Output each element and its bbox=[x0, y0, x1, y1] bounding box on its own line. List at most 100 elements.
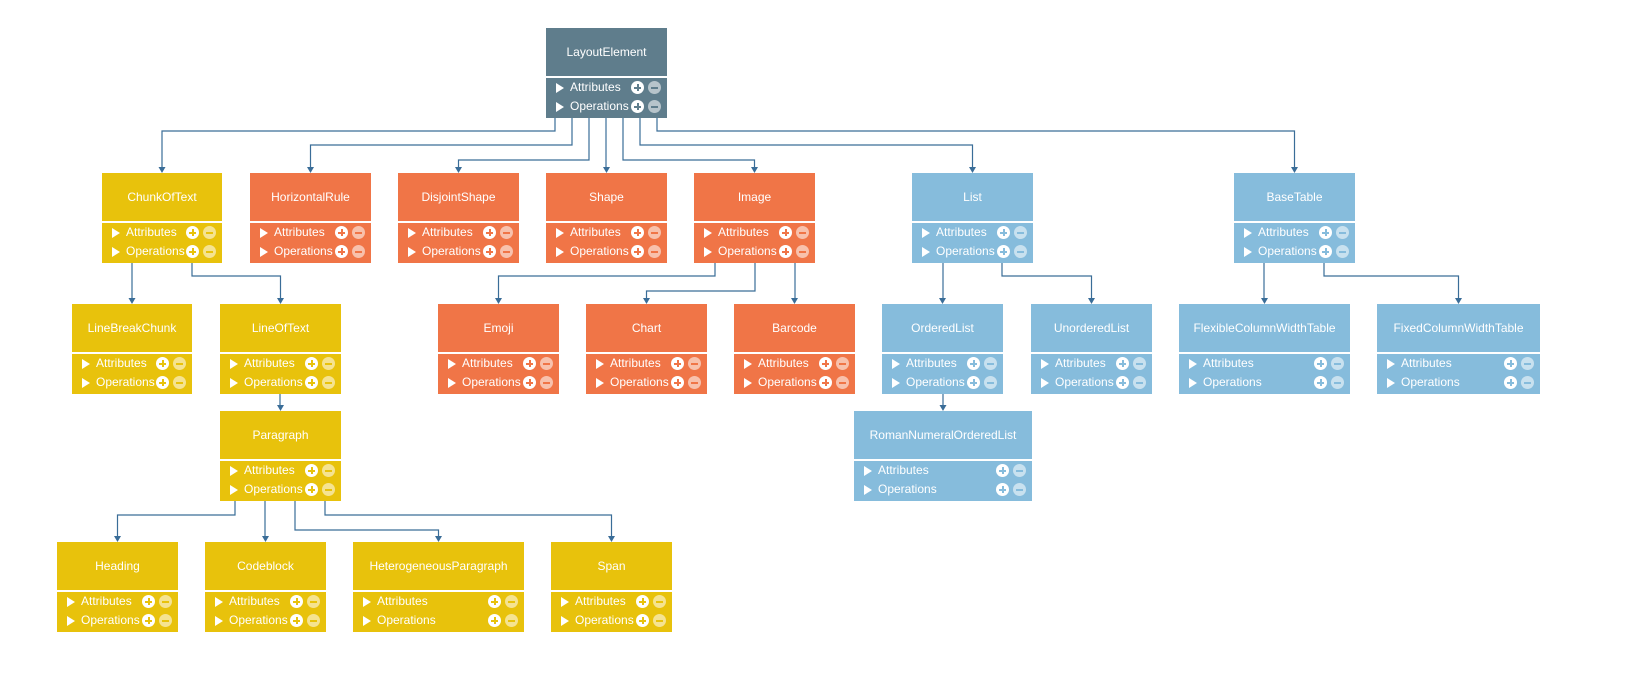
minus-circle-icon[interactable] bbox=[1331, 357, 1344, 370]
triangle-right-icon[interactable] bbox=[864, 485, 872, 495]
plus-circle-icon[interactable] bbox=[142, 595, 155, 608]
attributes-row[interactable]: Attributes bbox=[102, 223, 222, 242]
attributes-row[interactable]: Attributes bbox=[398, 223, 519, 242]
plus-circle-icon[interactable] bbox=[488, 595, 501, 608]
triangle-right-icon[interactable] bbox=[1387, 378, 1395, 388]
plus-circle-icon[interactable] bbox=[671, 357, 684, 370]
minus-circle-icon[interactable] bbox=[159, 614, 172, 627]
operations-row[interactable]: Operations bbox=[353, 611, 524, 630]
minus-circle-icon[interactable] bbox=[688, 357, 701, 370]
minus-circle-icon[interactable] bbox=[352, 226, 365, 239]
triangle-right-icon[interactable] bbox=[1189, 359, 1197, 369]
triangle-right-icon[interactable] bbox=[596, 378, 604, 388]
operations-row[interactable]: Operations bbox=[220, 373, 341, 392]
operations-row[interactable]: Operations bbox=[102, 242, 222, 261]
plus-circle-icon[interactable] bbox=[483, 245, 496, 258]
minus-circle-icon[interactable] bbox=[307, 614, 320, 627]
operations-row[interactable]: Operations bbox=[72, 373, 192, 392]
triangle-right-icon[interactable] bbox=[230, 466, 238, 476]
plus-circle-icon[interactable] bbox=[156, 376, 169, 389]
attributes-row[interactable]: Attributes bbox=[546, 223, 667, 242]
operations-row[interactable]: Operations bbox=[438, 373, 559, 392]
plus-circle-icon[interactable] bbox=[290, 614, 303, 627]
minus-circle-icon[interactable] bbox=[203, 245, 216, 258]
minus-circle-icon[interactable] bbox=[322, 464, 335, 477]
triangle-right-icon[interactable] bbox=[67, 616, 75, 626]
minus-circle-icon[interactable] bbox=[307, 595, 320, 608]
triangle-right-icon[interactable] bbox=[1041, 359, 1049, 369]
plus-circle-icon[interactable] bbox=[996, 464, 1009, 477]
minus-circle-icon[interactable] bbox=[1331, 376, 1344, 389]
triangle-right-icon[interactable] bbox=[1387, 359, 1395, 369]
plus-circle-icon[interactable] bbox=[819, 357, 832, 370]
triangle-right-icon[interactable] bbox=[67, 597, 75, 607]
plus-circle-icon[interactable] bbox=[967, 357, 980, 370]
triangle-right-icon[interactable] bbox=[363, 597, 371, 607]
triangle-right-icon[interactable] bbox=[864, 466, 872, 476]
plus-circle-icon[interactable] bbox=[819, 376, 832, 389]
minus-circle-icon[interactable] bbox=[648, 245, 661, 258]
minus-circle-icon[interactable] bbox=[1336, 226, 1349, 239]
attributes-row[interactable]: Attributes bbox=[1031, 354, 1152, 373]
minus-circle-icon[interactable] bbox=[1133, 376, 1146, 389]
triangle-right-icon[interactable] bbox=[1244, 247, 1252, 257]
triangle-right-icon[interactable] bbox=[260, 228, 268, 238]
minus-circle-icon[interactable] bbox=[653, 595, 666, 608]
attributes-row[interactable]: Attributes bbox=[220, 461, 341, 480]
minus-circle-icon[interactable] bbox=[173, 376, 186, 389]
plus-circle-icon[interactable] bbox=[483, 226, 496, 239]
triangle-right-icon[interactable] bbox=[922, 247, 930, 257]
triangle-right-icon[interactable] bbox=[561, 597, 569, 607]
attributes-row[interactable]: Attributes bbox=[734, 354, 855, 373]
attributes-row[interactable]: Attributes bbox=[912, 223, 1033, 242]
plus-circle-icon[interactable] bbox=[335, 226, 348, 239]
minus-circle-icon[interactable] bbox=[1014, 245, 1027, 258]
operations-row[interactable]: Operations bbox=[1377, 373, 1540, 392]
plus-circle-icon[interactable] bbox=[142, 614, 155, 627]
triangle-right-icon[interactable] bbox=[744, 359, 752, 369]
triangle-right-icon[interactable] bbox=[408, 247, 416, 257]
minus-circle-icon[interactable] bbox=[836, 357, 849, 370]
triangle-right-icon[interactable] bbox=[1189, 378, 1197, 388]
minus-circle-icon[interactable] bbox=[322, 357, 335, 370]
attributes-row[interactable]: Attributes bbox=[57, 592, 178, 611]
plus-circle-icon[interactable] bbox=[967, 376, 980, 389]
minus-circle-icon[interactable] bbox=[322, 376, 335, 389]
attributes-row[interactable]: Attributes bbox=[586, 354, 707, 373]
plus-circle-icon[interactable] bbox=[305, 464, 318, 477]
operations-row[interactable]: Operations bbox=[220, 480, 341, 499]
triangle-right-icon[interactable] bbox=[556, 228, 564, 238]
triangle-right-icon[interactable] bbox=[556, 247, 564, 257]
attributes-row[interactable]: Attributes bbox=[551, 592, 672, 611]
plus-circle-icon[interactable] bbox=[636, 614, 649, 627]
minus-circle-icon[interactable] bbox=[1013, 464, 1026, 477]
minus-circle-icon[interactable] bbox=[1336, 245, 1349, 258]
plus-circle-icon[interactable] bbox=[305, 483, 318, 496]
plus-circle-icon[interactable] bbox=[631, 100, 644, 113]
plus-circle-icon[interactable] bbox=[305, 357, 318, 370]
triangle-right-icon[interactable] bbox=[556, 83, 564, 93]
plus-circle-icon[interactable] bbox=[997, 226, 1010, 239]
plus-circle-icon[interactable] bbox=[779, 226, 792, 239]
operations-row[interactable]: Operations bbox=[694, 242, 815, 261]
minus-circle-icon[interactable] bbox=[505, 595, 518, 608]
triangle-right-icon[interactable] bbox=[230, 485, 238, 495]
operations-row[interactable]: Operations bbox=[551, 611, 672, 630]
attributes-row[interactable]: Attributes bbox=[438, 354, 559, 373]
triangle-right-icon[interactable] bbox=[215, 616, 223, 626]
plus-circle-icon[interactable] bbox=[186, 226, 199, 239]
operations-row[interactable]: Operations bbox=[1234, 242, 1355, 261]
minus-circle-icon[interactable] bbox=[1133, 357, 1146, 370]
operations-row[interactable]: Operations bbox=[250, 242, 371, 261]
triangle-right-icon[interactable] bbox=[1041, 378, 1049, 388]
